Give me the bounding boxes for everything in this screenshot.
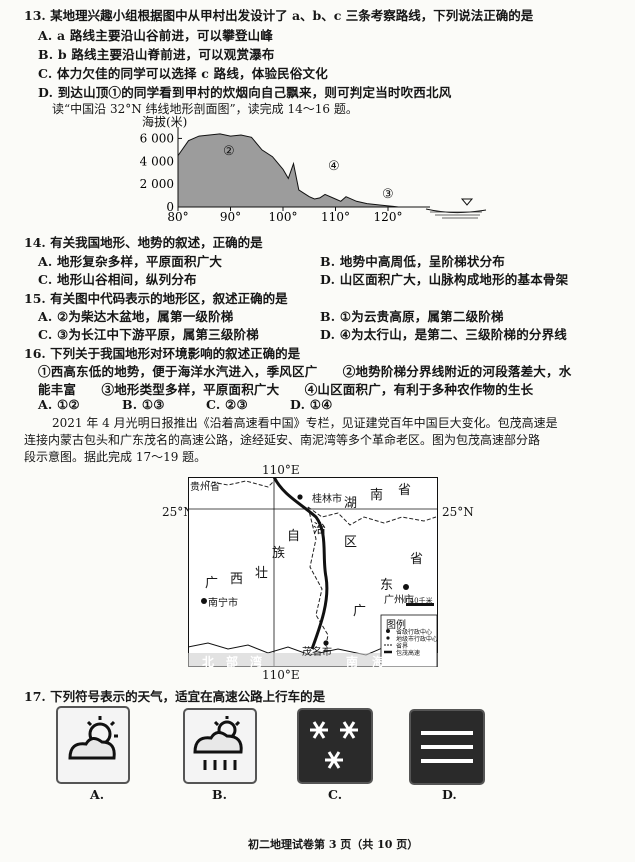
q17-option-d: D. bbox=[442, 787, 457, 802]
y-tick-label: 2 000 bbox=[140, 177, 174, 191]
q13-option-b: B. b 路线主要沿山脊前进，可以观赏瀑布 bbox=[38, 47, 275, 62]
q14-option-a: A. 地形复杂多样，平原面积广大 bbox=[38, 254, 223, 269]
intro-14-16: 读“中国沿 32°N 纬线地形剖面图”，读完成 14～16 题。 bbox=[52, 102, 358, 116]
q15-option-d: D. ④为太行山，是第二、三级阶梯的分界线 bbox=[320, 327, 568, 342]
map-guangdong-1: 东 bbox=[380, 578, 394, 593]
x-tick-label: 100° bbox=[269, 210, 298, 224]
map-zhuang-4: 自 bbox=[287, 529, 301, 544]
province-border bbox=[307, 506, 329, 656]
q14-option-c: C. 地形山谷相间，纵列分布 bbox=[38, 272, 197, 287]
q15-option-b: B. ①为云贵高原，属第二级阶梯 bbox=[320, 309, 504, 324]
weather-symbol-c bbox=[297, 708, 373, 784]
baomao-expressway bbox=[272, 477, 329, 650]
q17-option-c: C. bbox=[328, 787, 343, 802]
q13-option-c: C. 体力欠佳的同学可以选择 c 路线，体验民俗文化 bbox=[38, 66, 328, 81]
q17-option-a: A. bbox=[90, 787, 105, 802]
q16-option-d: D. ①④ bbox=[290, 397, 333, 412]
profile-marker-4: ④ bbox=[328, 159, 340, 174]
snow-icon bbox=[310, 721, 358, 769]
intro-17-line-2: 连接内蒙古包头和广东茂名的高速公路，途经延安、南泥湾等多个革命老区。图为包茂高速… bbox=[24, 433, 541, 447]
map-hunan-1: 湖 bbox=[344, 496, 358, 511]
map-zhuang-1: 西 bbox=[230, 572, 244, 587]
profile-marker-2: ② bbox=[223, 144, 235, 159]
map-guangdong-2: 省 bbox=[410, 552, 424, 567]
y-tick-label: 6 000 bbox=[140, 131, 174, 145]
province-border bbox=[307, 506, 437, 526]
map-sea-4: 南 bbox=[346, 655, 359, 669]
map-guangzhou: 广州市 bbox=[384, 595, 414, 606]
nanning-dot bbox=[201, 598, 207, 604]
q14-option-b: B. 地势中高周低，呈阶梯状分布 bbox=[320, 254, 505, 269]
weather-symbol-a bbox=[56, 706, 130, 784]
q14-option-d: D. 山区面积广大，山脉构成地形的基本骨架 bbox=[320, 272, 569, 287]
x-tick-label: 120° bbox=[374, 210, 403, 224]
map-sea-5: 海 bbox=[372, 655, 385, 669]
profile-ylabel: 海拔(米) bbox=[142, 115, 187, 129]
map-legend-1: 省级行政中心 bbox=[396, 629, 433, 636]
map-zhuang-3: 族 bbox=[272, 546, 286, 561]
map-legend bbox=[380, 614, 438, 667]
q16-option-a: A. ①② bbox=[38, 397, 80, 412]
map-legend-2: 地级市行政中心 bbox=[396, 636, 439, 643]
q16-option-c: C. ②③ bbox=[206, 397, 248, 412]
q16-line-2: 能丰富 ③地形类型多样，平原面积广大 ④山区面积广，有利于多种农作物的生长 bbox=[38, 382, 534, 397]
partly-cloudy-icon bbox=[68, 716, 118, 760]
map-sea-3: 湾 bbox=[250, 655, 263, 669]
page-footer: 初二地理试卷第 3 页（共 10 页） bbox=[248, 838, 419, 851]
x-tick-label: 90° bbox=[220, 210, 241, 224]
map-guangdong-0: 广 bbox=[353, 604, 367, 619]
map-guilin: 桂林市 bbox=[312, 494, 342, 505]
province-border bbox=[205, 480, 275, 488]
map-sea-2: 部 bbox=[226, 655, 239, 669]
map-sea-1: 北 bbox=[202, 655, 215, 669]
q17-option-b: B. bbox=[212, 787, 227, 802]
maoming-dot bbox=[323, 640, 329, 646]
map-hunan-3: 省 bbox=[398, 483, 412, 498]
weather-symbol-d bbox=[409, 709, 485, 785]
map-legend-title: 图例 bbox=[386, 620, 406, 631]
map-legend-3: 省界 bbox=[396, 643, 409, 650]
terrain-profile-chart: 海拔(米) 6 000 4 000 2 000 0 80° 90° 100° 110° 120… bbox=[140, 115, 487, 224]
q15-stem: 15. 有关图中代码表示的地形区，叙述正确的是 bbox=[24, 291, 288, 306]
map-hunan-2: 南 bbox=[370, 488, 384, 503]
q14-stem: 14. 有关我国地形、地势的叙述，正确的是 bbox=[24, 235, 263, 250]
expressway-map bbox=[188, 477, 438, 667]
sea-level-triangle bbox=[460, 198, 474, 206]
map-nanning: 南宁市 bbox=[208, 598, 238, 609]
weather-symbol-b bbox=[183, 708, 257, 784]
map-zhuang-5: 治 bbox=[313, 522, 327, 537]
guilin-dot bbox=[297, 494, 303, 500]
terrain-area bbox=[177, 133, 409, 208]
q16-line-1: ①西高东低的地势，便于海洋水汽进入，季风区广 ②地势阶梯分界线附近的河段落差大，… bbox=[38, 364, 572, 379]
q13-option-d: D. 到达山顶①的同学看到甲村的炊烟向自己飘来，则可判定当时吹西北风 bbox=[38, 85, 452, 100]
map-legend-4: 包茂高速 bbox=[396, 650, 421, 657]
q15-option-c: C. ③为长江中下游平原，属第三级阶梯 bbox=[38, 327, 259, 342]
intro-17-line-1: 2021 年 4 月光明日报推出《沿着高速看中国》专栏，见证建党百年中国巨大变化… bbox=[52, 416, 558, 430]
map-zhuang-2: 壮 bbox=[255, 566, 269, 581]
guangzhou-dot bbox=[403, 584, 409, 590]
q13-option-a: A. a 路线主要沿山谷前进，可以攀登山峰 bbox=[38, 28, 274, 43]
q17-stem: 17. 下列符号表示的天气，适宜在高速公路上行车的是 bbox=[24, 689, 326, 704]
intro-17-line-3: 段示意图。据此完成 17～19 题。 bbox=[24, 450, 207, 464]
y-tick-label: 0 bbox=[166, 200, 174, 214]
map-guizhou: 贵州省 bbox=[190, 482, 220, 493]
fog-icon bbox=[421, 731, 473, 763]
map-zhuang-0: 广 bbox=[205, 576, 219, 591]
map-lat-right: 25°N bbox=[442, 505, 474, 519]
map-maoming: 茂名市 bbox=[302, 647, 332, 658]
q16-option-b: B. ①③ bbox=[122, 397, 165, 412]
map-scale: 0 40千米 bbox=[403, 597, 433, 605]
map-lon-bottom: 110°E bbox=[262, 668, 300, 682]
q13-stem: 13. 某地理兴趣小组根据图中从甲村出发设计了 a、b、c 三条考察路线，下列说… bbox=[24, 8, 534, 23]
x-tick-label: 80° bbox=[167, 210, 188, 224]
map-lon-top: 110°E bbox=[262, 463, 300, 477]
y-tick-label: 4 000 bbox=[140, 154, 174, 168]
rain-cloud-icon bbox=[193, 716, 243, 770]
map-lat-left: 25°N bbox=[162, 505, 194, 519]
profile-marker-3: ③ bbox=[382, 187, 394, 202]
map-zhuang-6: 区 bbox=[344, 535, 358, 550]
q16-stem: 16. 下列关于我国地形对环境影响的叙述正确的是 bbox=[24, 346, 301, 361]
x-tick-label: 110° bbox=[321, 210, 350, 224]
q15-option-a: A. ②为柴达木盆地，属第一级阶梯 bbox=[38, 309, 234, 324]
